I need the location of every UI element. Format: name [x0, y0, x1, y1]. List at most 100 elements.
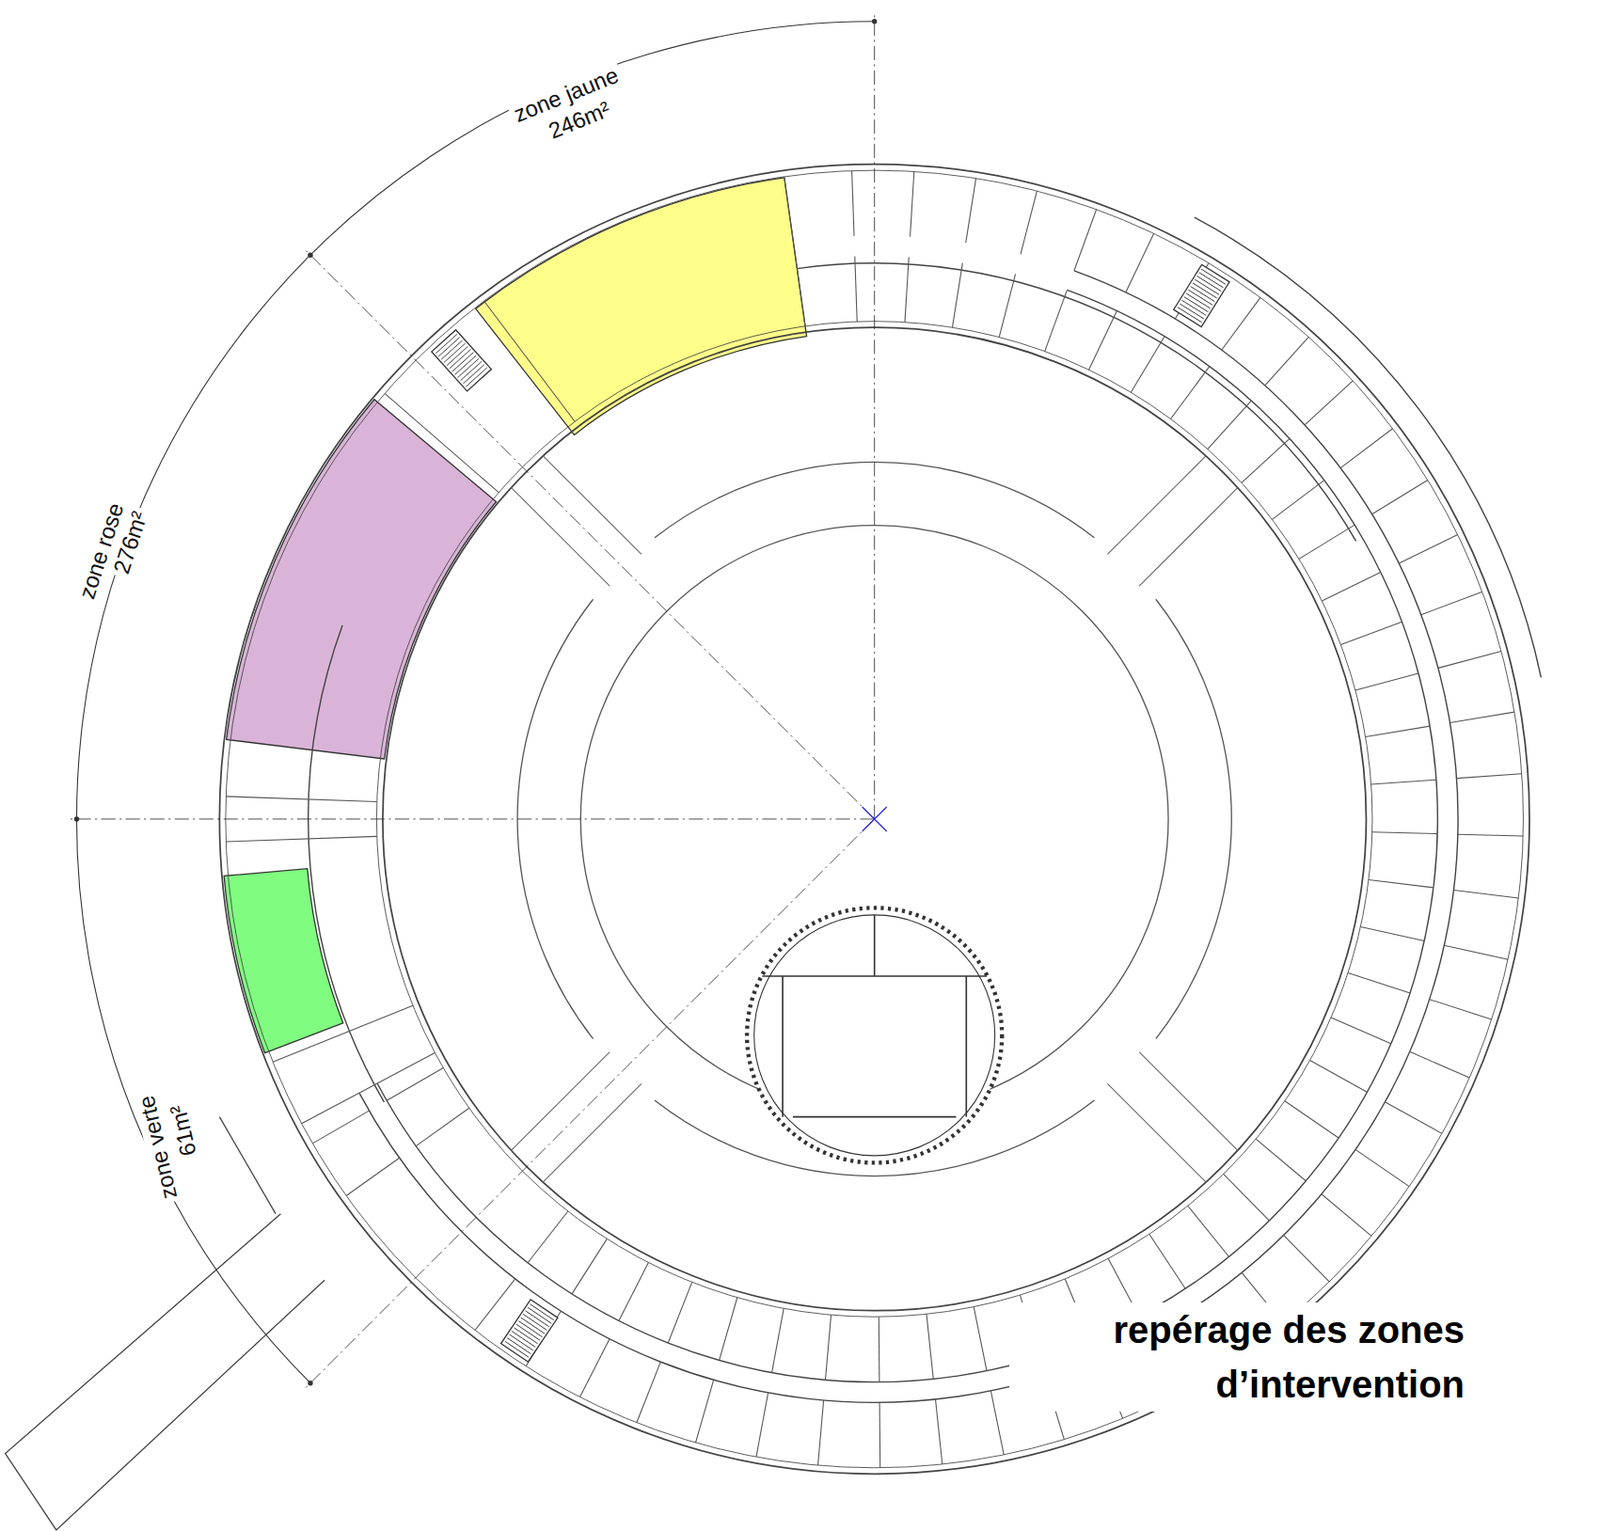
room-partition [1340, 621, 1402, 645]
room-partition [910, 171, 915, 237]
pink-zone [226, 399, 497, 760]
dimension-tick [307, 1380, 313, 1386]
stair-outline [431, 330, 492, 392]
room-partition [1330, 1017, 1392, 1045]
stair-step [518, 1321, 542, 1338]
room-partition [1255, 1139, 1306, 1182]
room-partition [1221, 297, 1261, 350]
room-partition [527, 1211, 569, 1264]
stair-step [1188, 289, 1213, 305]
stair-outline [501, 1299, 558, 1363]
walkway-edge [542, 1083, 642, 1183]
room-partition [1321, 571, 1380, 601]
room-partition [904, 256, 909, 322]
room-partition [772, 1308, 785, 1373]
stair-step [443, 343, 466, 363]
pavilion-partition [965, 976, 967, 1118]
stair-step [522, 1314, 547, 1331]
walkway-edge [1139, 1052, 1238, 1152]
stair-step [459, 361, 482, 381]
walkway-edge [542, 455, 642, 555]
room-partition [1074, 209, 1097, 271]
room-partition [667, 1282, 692, 1344]
room-partition [636, 1362, 661, 1424]
walkway-edge [1107, 455, 1206, 555]
stair-step [514, 1328, 539, 1345]
room-partition [1207, 400, 1252, 450]
stair-step [1199, 272, 1224, 288]
room-partition [415, 1108, 470, 1146]
building-wall [219, 164, 1530, 1475]
room-partition [879, 1402, 882, 1468]
stair-step [505, 1341, 529, 1358]
dimension-tick [74, 816, 80, 822]
entrance-ramp [5, 1214, 325, 1531]
walkway-edge [1139, 487, 1238, 587]
room-partition [878, 1316, 881, 1382]
room-partition [312, 1110, 369, 1144]
corridor-wall [359, 270, 1458, 1403]
room-partition [386, 1068, 444, 1102]
room-partition [973, 1307, 987, 1372]
stair-symbol [501, 1299, 558, 1363]
room-partition [756, 1393, 769, 1458]
axis-line [304, 819, 875, 1390]
stair-step [529, 1304, 554, 1321]
room-partition [1372, 480, 1428, 515]
room-partition [384, 393, 499, 492]
corridor-wall [377, 289, 1438, 1382]
stair-step [1177, 307, 1203, 323]
stair-step [462, 364, 485, 384]
room-partition [618, 1263, 650, 1322]
dimension-lines [68, 13, 878, 1390]
room-partition [580, 1339, 611, 1398]
stair-step [452, 352, 475, 372]
room-partition [1310, 1061, 1368, 1094]
room-partition [824, 1314, 831, 1380]
room-partition [1453, 890, 1519, 899]
room-partition [1171, 366, 1210, 420]
room-partition [1340, 428, 1393, 469]
room-partition [1130, 336, 1165, 393]
room-partition [1384, 1102, 1442, 1135]
room-partition [1321, 1194, 1372, 1237]
stair-outline [1173, 264, 1230, 327]
stair-step [458, 358, 480, 378]
room-partition [1020, 190, 1037, 254]
room-partition [1347, 973, 1410, 994]
stair-step [1201, 269, 1226, 285]
room-partition [1450, 712, 1515, 723]
wing-wall [1194, 217, 1542, 678]
axis-line [873, 13, 875, 820]
room-partition [1089, 311, 1118, 371]
room-partition [1283, 1235, 1331, 1283]
room-partition [696, 1379, 714, 1443]
walkway-edge [510, 1052, 610, 1152]
stair-step [1197, 276, 1222, 292]
room-partition [1241, 438, 1290, 483]
stair-step [455, 355, 477, 375]
stair-step [438, 337, 460, 357]
stair-symbol [1173, 264, 1230, 327]
room-partition [855, 256, 857, 322]
room-partition [966, 178, 977, 244]
stair-step [511, 1330, 536, 1347]
room-partition [1149, 1234, 1186, 1289]
pavilion-wall [754, 915, 996, 1157]
stair-step [1192, 283, 1218, 299]
pavilion [746, 907, 1002, 1163]
room-partition [926, 1314, 934, 1379]
stair-step [449, 349, 472, 369]
dimension-arc [77, 21, 875, 1384]
room-partition [1457, 774, 1522, 779]
room-partition [935, 1399, 943, 1465]
dimension-tick [307, 252, 313, 257]
stair-step [1190, 286, 1216, 302]
stair-step [446, 346, 469, 365]
room-partition [1265, 336, 1309, 386]
room-partition [1457, 834, 1523, 837]
room-partition [719, 1298, 738, 1362]
room-partition [1443, 945, 1508, 960]
